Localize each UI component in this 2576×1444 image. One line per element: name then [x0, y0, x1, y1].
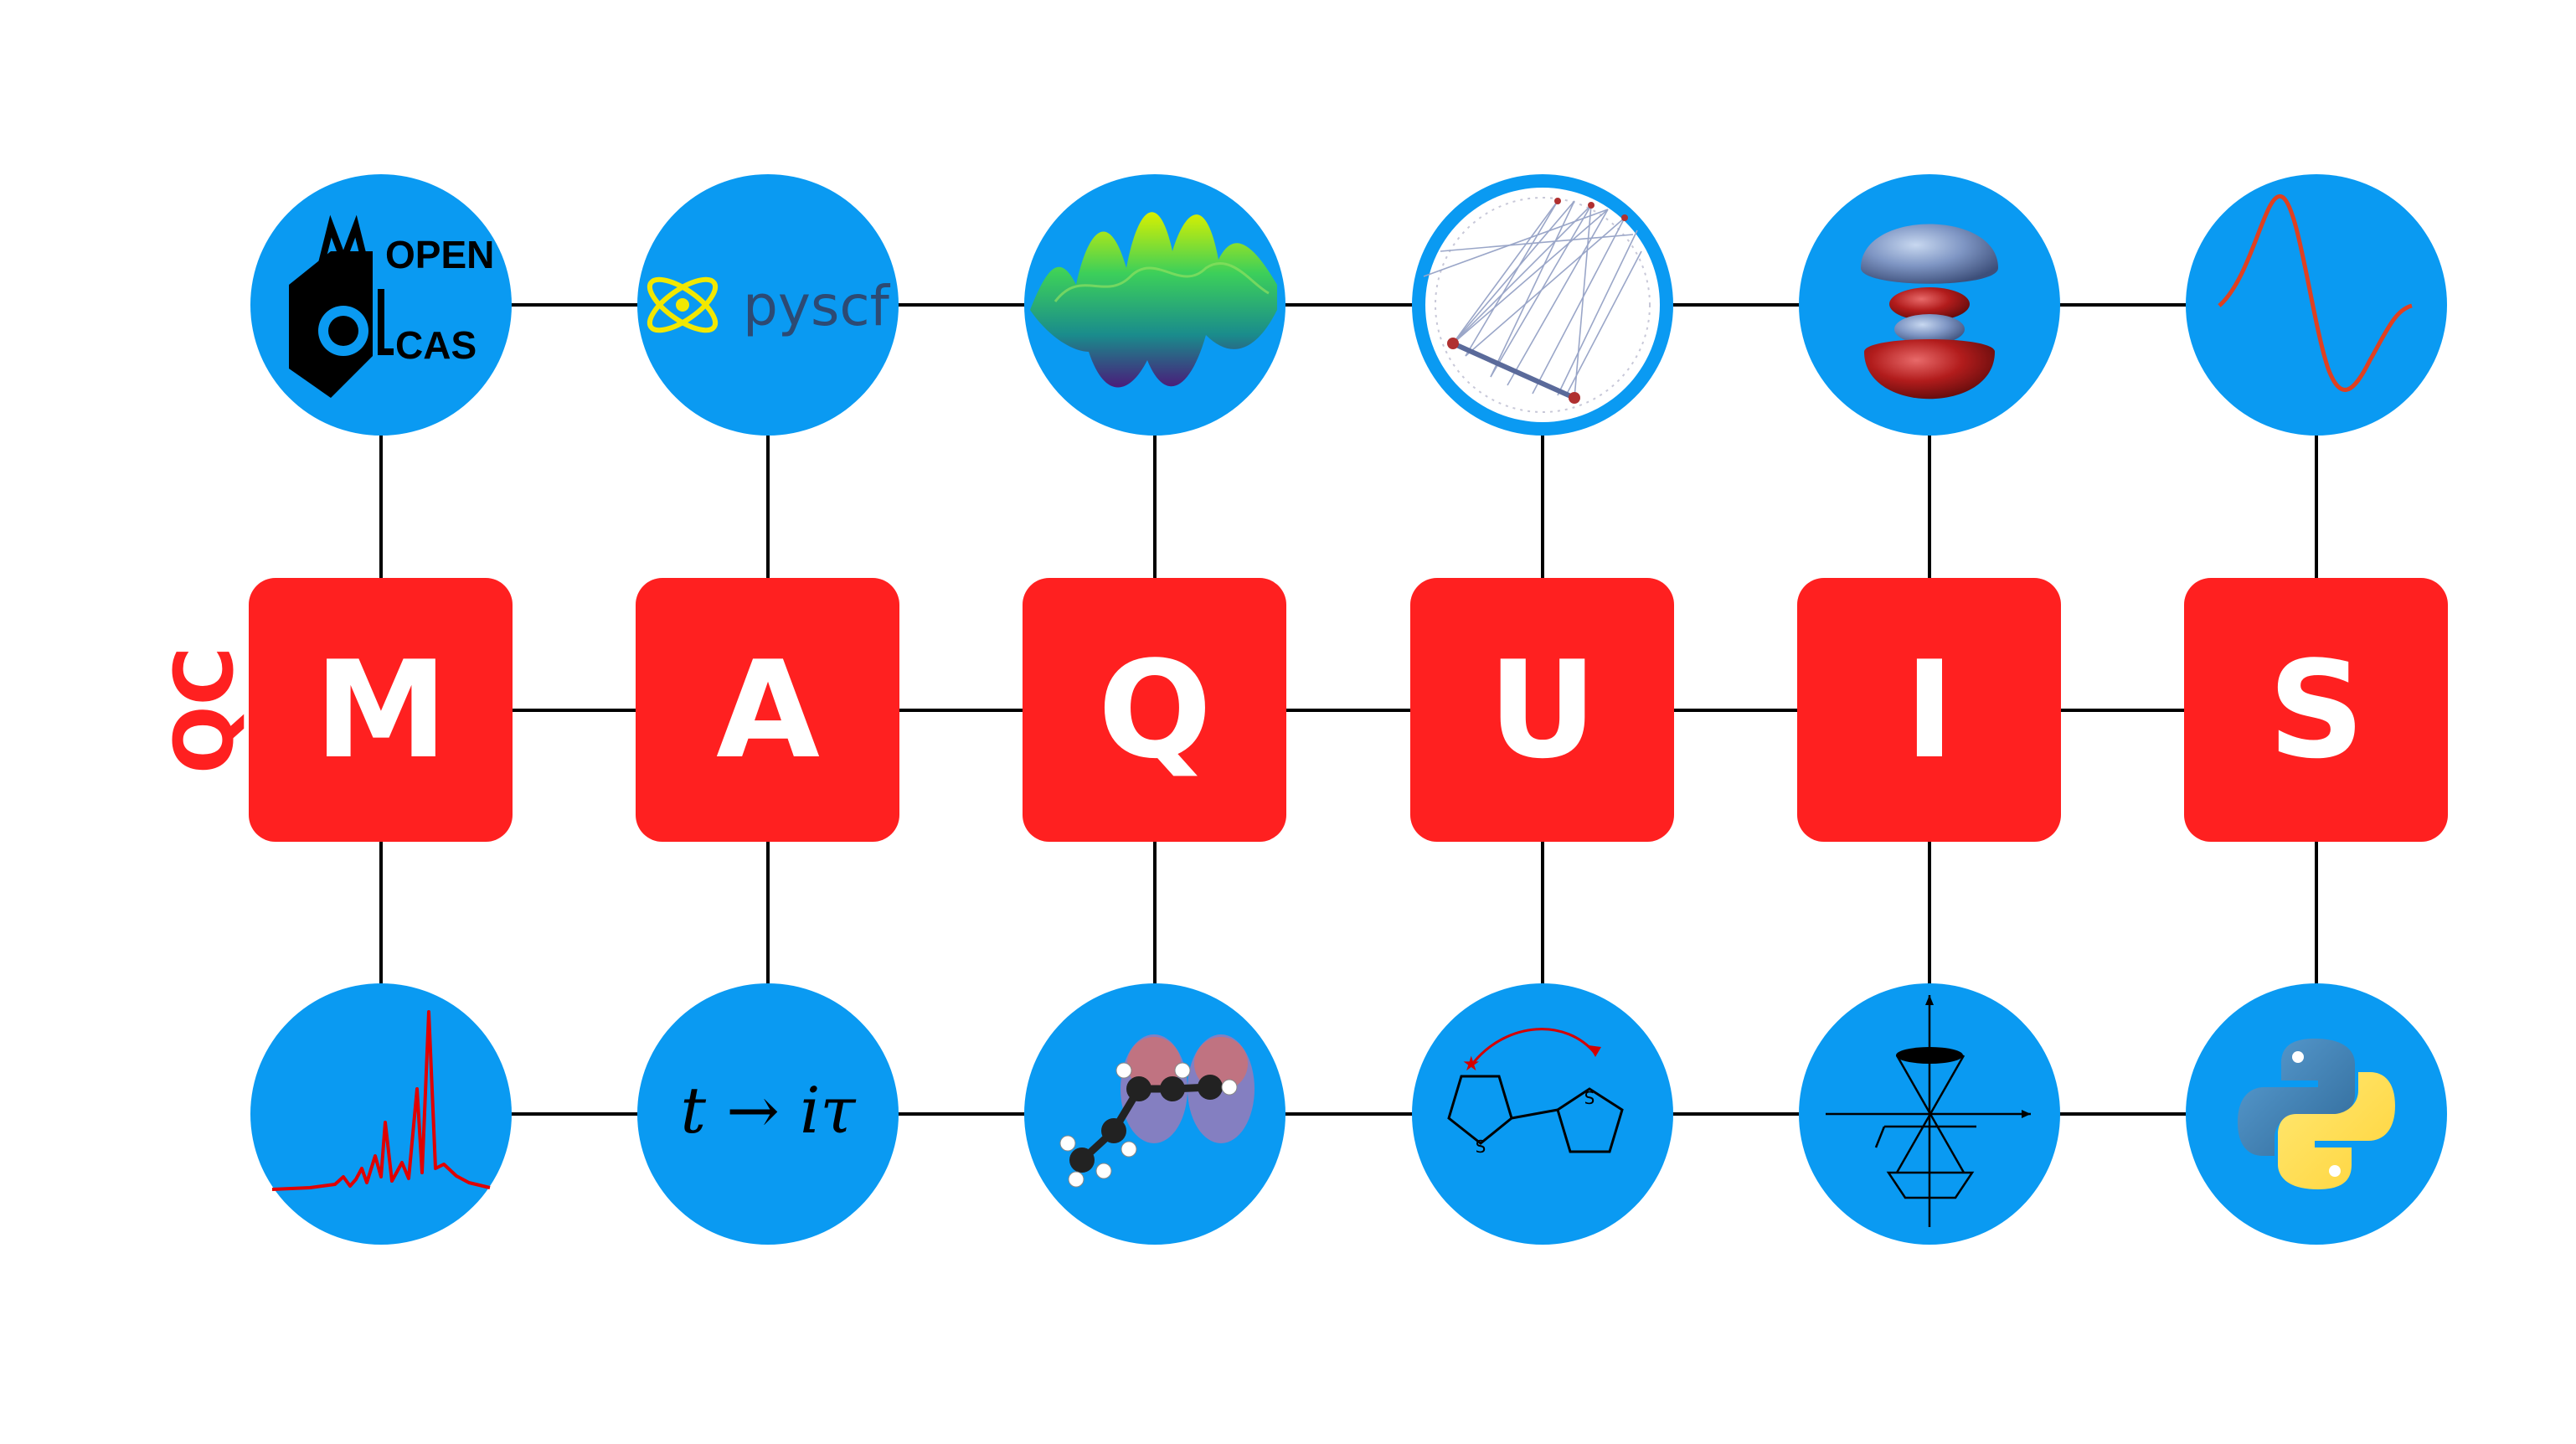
tile-u-letter: U	[1488, 632, 1597, 788]
openmolcas-cas-text: CAS	[395, 323, 477, 367]
qc-label: QC	[157, 647, 251, 774]
imaginary-time-formula-text: t → iτ	[681, 1073, 858, 1147]
tile-a: A	[636, 578, 899, 842]
bottom-icons-row: t → iτ	[250, 983, 2447, 1245]
energy-surface-icon	[1024, 174, 1285, 436]
tile-u: U	[1410, 578, 1674, 842]
tile-s-letter: S	[2268, 632, 2364, 788]
tile-s: S	[2184, 578, 2448, 842]
tile-i-letter: I	[1904, 632, 1955, 788]
top-icons-row: OPEN CAS pyscf	[250, 174, 2447, 436]
molecule-orbital-icon	[1024, 983, 1285, 1245]
wavefunction-curve-icon	[2186, 174, 2447, 436]
tile-q-letter: Q	[1098, 632, 1212, 788]
thiophene-s-label-2: S	[1584, 1088, 1595, 1108]
thiophene-s-label-1: S	[1476, 1137, 1486, 1157]
light-cone-icon	[1799, 983, 2060, 1245]
python-logo-icon	[2186, 983, 2447, 1245]
tile-a-letter: A	[716, 632, 820, 788]
pyscf-text: pyscf	[743, 274, 891, 338]
orbital-icon	[1799, 174, 2060, 436]
tile-m: M	[249, 578, 513, 842]
pyscf-logo-icon: pyscf	[637, 174, 899, 436]
tile-i: I	[1797, 578, 2061, 842]
tile-q: Q	[1023, 578, 1286, 842]
letter-tiles-row: M A Q U I S	[249, 578, 2448, 842]
bithiophene-icon: ★ S S	[1412, 983, 1673, 1245]
entanglement-graph-icon	[1412, 174, 1673, 436]
openmolcas-logo-icon: OPEN CAS	[250, 174, 512, 436]
openmolcas-open-text: OPEN	[385, 233, 494, 276]
imaginary-time-formula-icon: t → iτ	[637, 983, 899, 1245]
tile-m-letter: M	[314, 632, 447, 788]
spectrum-icon	[250, 983, 512, 1245]
svg-text:★: ★	[1462, 1052, 1481, 1075]
